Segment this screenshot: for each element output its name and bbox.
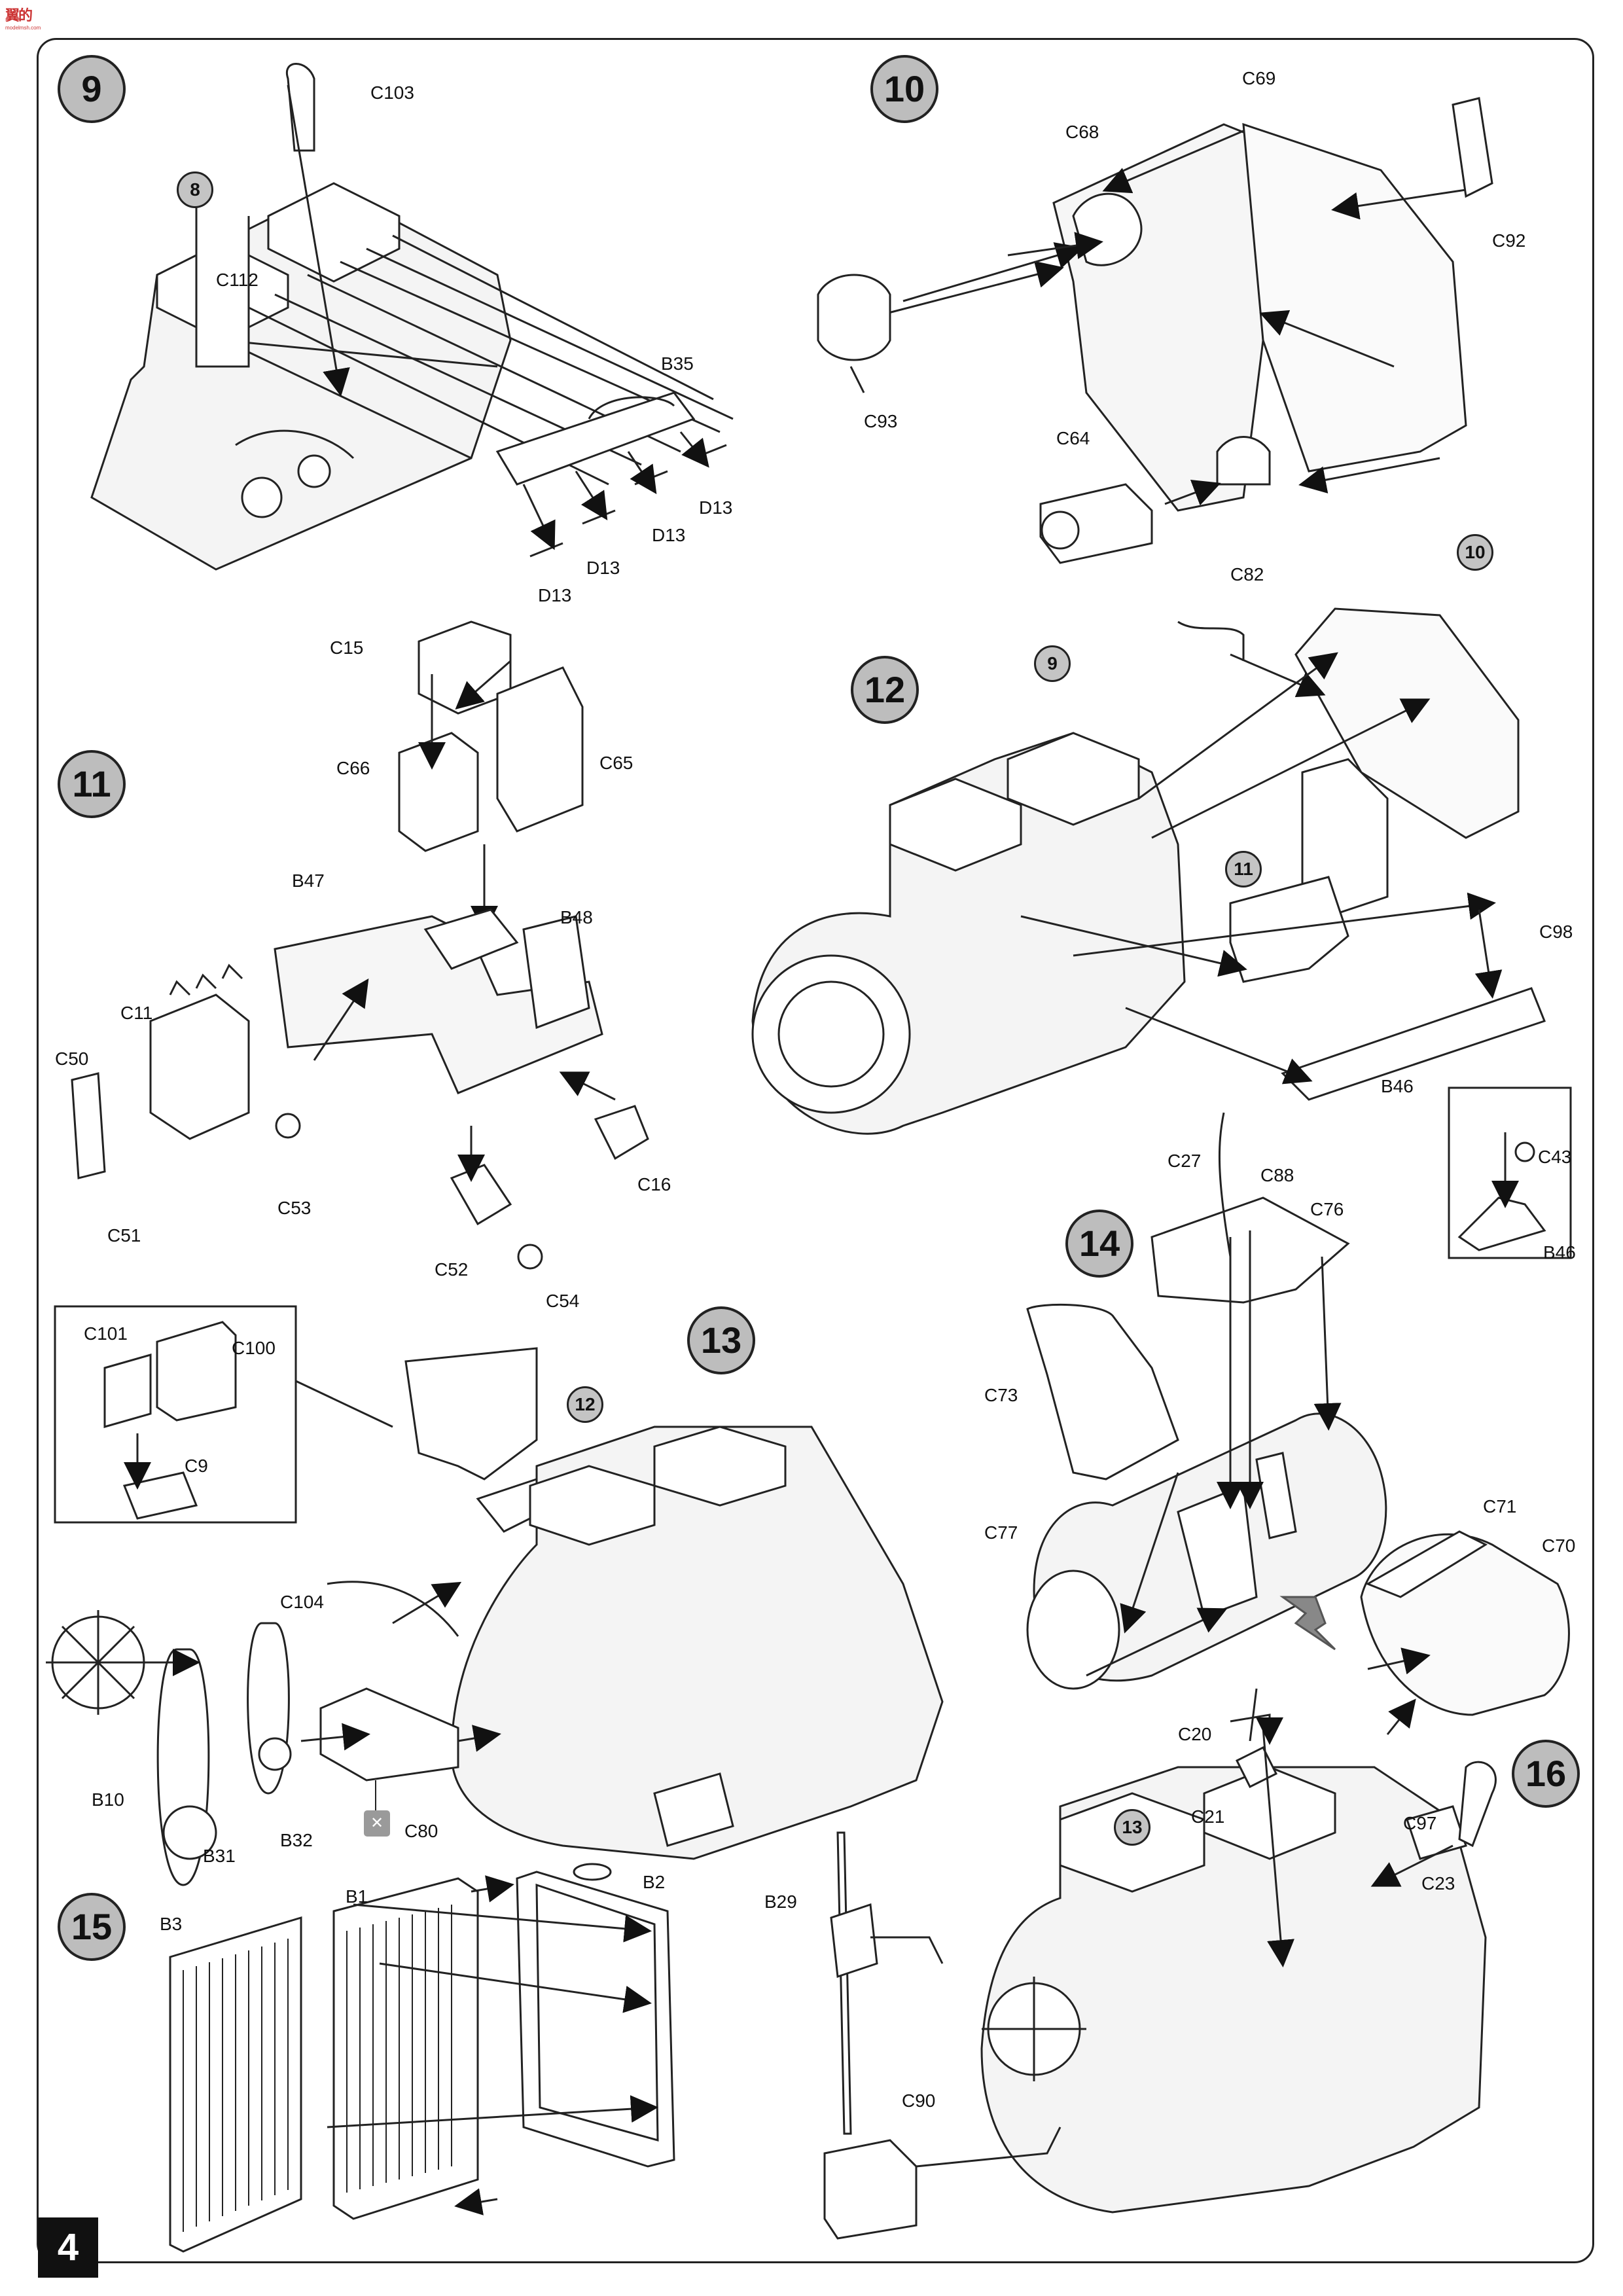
part-label-c90: C90 xyxy=(902,2090,936,2111)
part-label-b32: B32 xyxy=(280,1830,313,1850)
part-label-c20: C20 xyxy=(1178,1724,1212,1744)
logo-subtitle: modelmsh.com xyxy=(5,25,41,31)
step-12-badge: 12 xyxy=(851,656,919,724)
part-label-c65: C65 xyxy=(599,753,633,773)
site-logo: 翼的 modelmsh.com xyxy=(5,4,41,31)
reference-step-11: 11 xyxy=(1225,851,1262,888)
step16-engine-drawing xyxy=(823,1688,1497,2240)
reference-step-8: 8 xyxy=(177,171,213,208)
step-10-badge: 10 xyxy=(870,55,938,123)
part-label-c15: C15 xyxy=(330,637,364,658)
reference-step-9: 9 xyxy=(1034,645,1071,682)
part-label-c82: C82 xyxy=(1230,564,1264,584)
step11-fuel-pump-drawing xyxy=(71,620,649,1270)
part-label-c53: C53 xyxy=(277,1198,312,1218)
step12-engine-assembly-drawing xyxy=(751,607,1546,1135)
part-label-c71: C71 xyxy=(1483,1496,1517,1516)
part-label-c64: C64 xyxy=(1056,428,1090,448)
part-label-c112: C112 xyxy=(216,270,259,290)
optional-part-icon xyxy=(364,1810,390,1837)
part-label-d13: D13 xyxy=(538,585,572,605)
reference-step-12: 12 xyxy=(567,1386,603,1423)
part-label-d13: D13 xyxy=(652,525,686,545)
part-label-b1: B1 xyxy=(346,1886,368,1907)
part-label-b35: B35 xyxy=(661,353,694,374)
part-label-b10: B10 xyxy=(92,1789,124,1810)
part-label-b29: B29 xyxy=(764,1892,797,1912)
reference-step-10: 10 xyxy=(1457,534,1493,571)
step13-engine-drawing xyxy=(46,1347,944,1886)
part-label-b31: B31 xyxy=(203,1846,236,1866)
part-label-b3: B3 xyxy=(160,1914,183,1934)
part-label-c27: C27 xyxy=(1168,1151,1202,1171)
part-label-c9: C9 xyxy=(185,1456,208,1476)
part-label-c98: C98 xyxy=(1539,922,1573,942)
part-label-c93: C93 xyxy=(864,411,898,431)
part-label-b2: B2 xyxy=(643,1872,666,1892)
part-label-c77: C77 xyxy=(984,1522,1018,1543)
part-label-c73: C73 xyxy=(984,1385,1018,1405)
step9-engine-drawing xyxy=(90,63,734,571)
part-label-c69: C69 xyxy=(1242,68,1276,88)
part-label-c100: C100 xyxy=(232,1338,276,1358)
part-label-b47: B47 xyxy=(292,870,325,891)
part-label-c76: C76 xyxy=(1310,1199,1344,1219)
reference-step-13: 13 xyxy=(1114,1809,1150,1846)
part-label-c51: C51 xyxy=(107,1225,141,1246)
part-label-d13: D13 xyxy=(586,558,620,578)
step14-direction-arrow xyxy=(1279,1596,1336,1651)
part-label-b48: B48 xyxy=(560,907,593,927)
page-number: 4 xyxy=(38,2217,98,2278)
part-label-c16: C16 xyxy=(637,1174,671,1194)
step10-gearbox-drawing xyxy=(817,97,1493,564)
step-11-badge: 11 xyxy=(58,750,126,818)
step-13-badge: 13 xyxy=(687,1306,755,1374)
part-label-c50: C50 xyxy=(55,1049,89,1069)
part-label-c88: C88 xyxy=(1260,1165,1294,1185)
part-label-c11: C11 xyxy=(120,1003,153,1023)
part-label-d13: D13 xyxy=(699,497,733,518)
part-label-c52: C52 xyxy=(435,1259,469,1280)
step14-exhaust-drawing xyxy=(1026,1112,1570,1735)
part-label-c103: C103 xyxy=(370,82,414,103)
part-label-c68: C68 xyxy=(1065,122,1099,142)
step-14-badge: 14 xyxy=(1065,1210,1133,1278)
part-label-c97: C97 xyxy=(1403,1813,1437,1833)
part-label-c54: C54 xyxy=(546,1291,580,1311)
step-15-badge: 15 xyxy=(58,1893,126,1961)
part-label-c104: C104 xyxy=(280,1592,324,1612)
part-label-c21: C21 xyxy=(1191,1806,1225,1827)
step-16-badge: 16 xyxy=(1512,1740,1580,1808)
part-label-c101: C101 xyxy=(84,1323,128,1344)
logo-mark: 翼的 xyxy=(5,7,33,24)
part-label-c80: C80 xyxy=(404,1821,438,1841)
part-label-c66: C66 xyxy=(336,758,370,778)
part-label-b46: B46 xyxy=(1381,1076,1414,1096)
part-label-c70: C70 xyxy=(1542,1535,1576,1556)
part-label-c23: C23 xyxy=(1421,1873,1455,1893)
part-label-b46: B46 xyxy=(1543,1242,1576,1263)
part-label-c43: C43 xyxy=(1538,1147,1572,1167)
step-9-badge: 9 xyxy=(58,55,126,123)
step15-radiator-drawing xyxy=(169,1863,675,2253)
part-label-c92: C92 xyxy=(1492,230,1526,251)
